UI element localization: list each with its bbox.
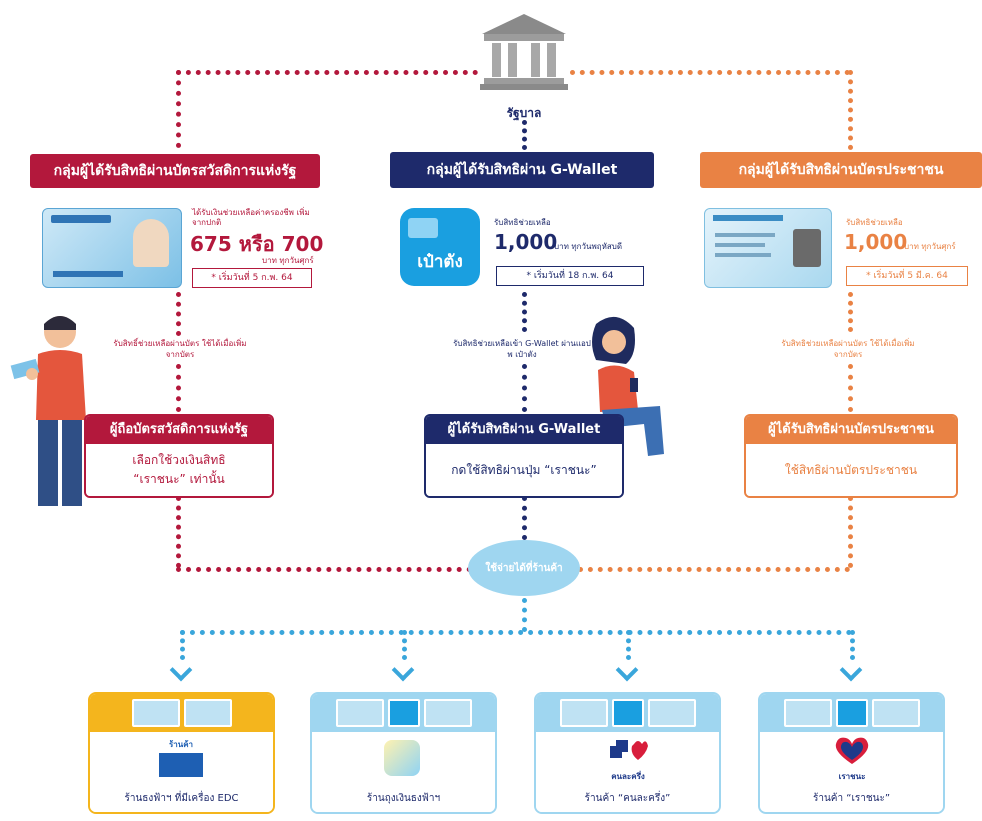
shop-label: ร้านค้า “เราชนะ” <box>812 793 891 804</box>
chevron-down-icon <box>839 658 863 682</box>
welfare-holder-box-title: ผู้ถือบัตรสวัสดิการแห่งรัฐ <box>86 416 272 444</box>
header-welfare-card-group: กลุ่มผู้ได้รับสิทธิผ่านบัตรสวัสดิการแห่ง… <box>30 154 320 188</box>
gwallet-start-date: * เริ่มวันที่ 18 ก.พ. 64 <box>496 266 644 286</box>
idcard-holder-box: ผู้ได้รับสิทธิผ่านบัตรประชาชน ใช้สิทธิผ่… <box>744 414 958 498</box>
thongfah-logo-icon: ร้านค้า <box>156 738 206 778</box>
hub-ellipse: ใช้จ่ายได้ที่ร้านค้า <box>468 540 580 596</box>
government-label: รัฐบาล <box>506 106 542 120</box>
shop-card-rao-chana: เราชนะ ร้านค้า “เราชนะ” <box>758 692 945 814</box>
hub-label: ใช้จ่ายได้ที่ร้านค้า <box>485 562 563 574</box>
rao-chana-logo-text: เราชนะ <box>838 772 866 781</box>
shop-label: ร้านธงฟ้าฯ ที่มีเครื่อง EDC <box>124 793 239 804</box>
header-idcard-group: กลุ่มผู้ได้รับสิทธิผ่านบัตรประชาชน <box>700 152 982 188</box>
government-building-icon <box>478 12 570 90</box>
idcard-start-date: * เริ่มวันที่ 5 มี.ค. 64 <box>846 266 968 286</box>
paotang-icon <box>387 699 420 727</box>
welfare-card-icon <box>131 699 180 727</box>
shop-card-thongfah-edc: ร้านค้า ร้านธงฟ้าฯ ที่มีเครื่อง EDC <box>88 692 275 814</box>
paotang-icon <box>835 699 868 727</box>
gwallet-holder-box-title: ผู้ได้รับสิทธิผ่าน G-Wallet <box>426 416 622 444</box>
khonlakhrueng-logo-text: คนละครึ่ง <box>611 772 645 781</box>
chevron-down-icon <box>615 658 639 682</box>
welfare-holder-box: ผู้ถือบัตรสวัสดิการแห่งรัฐ เลือกใช้วงเงิ… <box>84 414 274 498</box>
id-card-image <box>704 208 832 288</box>
idcard-holder-box-title: ผู้ได้รับสิทธิผ่านบัตรประชาชน <box>746 416 956 444</box>
shop-card-thungngoen: ร้านถุงเงินธงฟ้าฯ <box>310 692 497 814</box>
idcard-amount-unit: บาท ทุกวันศุกร์ <box>904 242 956 251</box>
rao-chana-heart-logo-icon: เราชนะ <box>830 736 874 781</box>
paotang-icon <box>611 699 644 727</box>
man-holding-card-illustration <box>8 310 98 520</box>
gwallet-note: รับสิทธิช่วยเหลือเข้า G-Wallet ผ่านแอปพ … <box>453 339 591 359</box>
idcard-note: รับสิทธิช่วยเหลือผ่านบัตร ใช้ได้เมื่อเพิ… <box>781 339 915 359</box>
paotang-app-label: เป๋าตัง <box>417 252 463 272</box>
chevron-down-icon <box>169 658 193 682</box>
welfare-card-icon <box>559 699 608 727</box>
khonlakhrueng-logo-icon: คนละครึ่ง <box>606 736 650 781</box>
idcard-holder-box-line1: ใช้สิทธิผ่านบัตรประชาชน <box>784 462 918 477</box>
thongfah-logo-text: ร้านค้า <box>168 740 194 749</box>
gwallet-amount-unit: บาท ทุกวันพฤหัสบดี <box>554 242 623 251</box>
welfare-info-small: ได้รับเงินช่วยเหลือค่าครองชีพ เพิ่มจากปก… <box>192 208 310 227</box>
idcard-info-small: รับสิทธิช่วยเหลือ <box>846 218 903 227</box>
shop-label: ร้านค้า “คนละครึ่ง” <box>584 793 671 804</box>
welfare-card-icon <box>783 699 832 727</box>
id-card-icon <box>871 699 920 727</box>
paotang-app-icon: เป๋าตัง <box>400 208 480 286</box>
shop-label: ร้านถุงเงินธงฟ้าฯ <box>366 793 441 804</box>
welfare-start-date: * เริ่มวันที่ 5 ก.พ. 64 <box>192 268 312 288</box>
shop-card-khonlakhrueng: คนละครึ่ง ร้านค้า “คนละครึ่ง” <box>534 692 721 814</box>
gwallet-amount: 1,000 <box>494 230 558 254</box>
welfare-amount: 675 หรือ 700 <box>190 232 324 256</box>
welfare-holder-box-line2: “เราชนะ” เท่านั้น <box>133 472 225 486</box>
gwallet-holder-box-line1: กดใช้สิทธิผ่านปุ่ม “เราชนะ” <box>451 462 597 477</box>
welfare-card-icon <box>335 699 384 727</box>
id-card-icon <box>647 699 696 727</box>
id-card-icon <box>183 699 232 727</box>
welfare-note: รับสิทธิ์ช่วยเหลือผ่านบัตร ใช้ได้เมื่อเพ… <box>113 339 247 359</box>
chevron-down-icon <box>391 658 415 682</box>
gwallet-info-small: รับสิทธิช่วยเหลือ <box>494 218 551 227</box>
welfare-amount-unit: บาท ทุกวันศุกร์ <box>262 256 314 265</box>
welfare-card-image <box>42 208 182 288</box>
header-gwallet-group: กลุ่มผู้ได้รับสิทธิผ่าน G-Wallet <box>390 152 654 188</box>
welfare-holder-box-line1: เลือกใช้วงเงินสิทธิ <box>132 453 226 467</box>
thungngoen-app-icon <box>384 740 420 776</box>
gwallet-holder-box: ผู้ได้รับสิทธิผ่าน G-Wallet กดใช้สิทธิผ่… <box>424 414 624 498</box>
idcard-amount: 1,000 <box>844 230 908 254</box>
id-card-icon <box>423 699 472 727</box>
